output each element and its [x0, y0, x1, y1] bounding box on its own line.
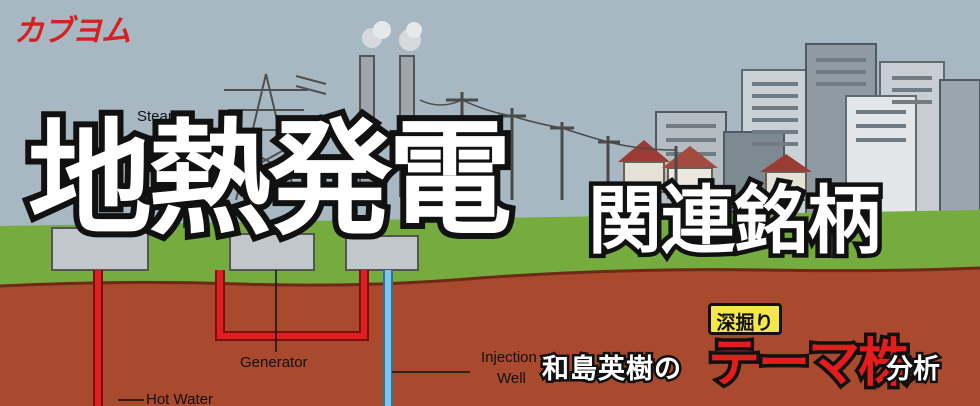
brand-logo[interactable]: カブヨム — [14, 14, 131, 49]
deep-dive-badge: 深掘り — [708, 303, 782, 335]
leader-lines — [118, 118, 470, 401]
earth-layer — [0, 268, 980, 406]
badge-label: 深掘り — [716, 312, 774, 334]
sub-title: 関連銘柄 — [584, 178, 886, 264]
analysis-label: 分析 — [884, 354, 943, 386]
author-name: 和島英樹の — [540, 354, 684, 386]
utility-poles — [419, 92, 678, 200]
plant-units — [51, 227, 419, 271]
smokestacks — [359, 21, 422, 197]
label-hot-water: Hot Water — [146, 391, 213, 406]
label-steam: Steam — [137, 108, 181, 125]
main-title: 地熱発電 — [22, 108, 518, 252]
label-well: Well — [497, 370, 526, 387]
power-pylon — [224, 73, 327, 201]
label-generator: Generator — [240, 354, 308, 371]
theme-stock-label: テーマ株 — [704, 334, 913, 394]
label-turbine: Turbine — [210, 132, 261, 149]
label-injection: Injection — [481, 349, 537, 366]
pipes — [93, 270, 393, 406]
city-skyline — [618, 43, 980, 225]
